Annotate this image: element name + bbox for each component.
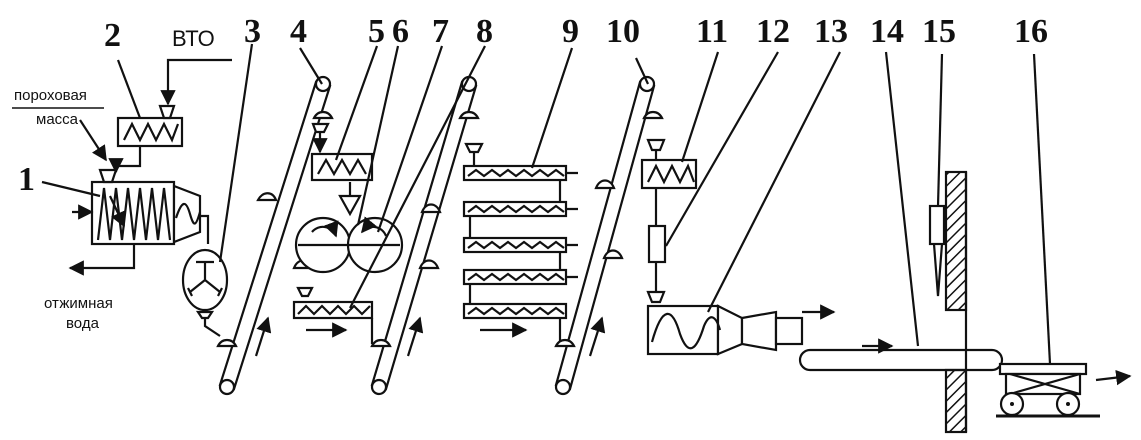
label-1: 1 [18,161,35,198]
inclined-conveyor-8 [370,75,480,396]
extrusion-press-13 [646,304,836,356]
serpentine-dryer-9 [462,142,578,344]
label-2: 2 [104,17,121,54]
number-labels: 1 2 3 4 5 6 7 8 9 10 11 12 13 14 15 16 [18,13,1048,198]
label-powder-line1: пороховая [14,87,87,104]
label-powder-line2: масса [36,111,79,128]
inclined-conveyor-4 [216,75,334,396]
belt-conveyor-14 [798,338,1004,372]
label-11: 11 [696,13,728,50]
label-3: 3 [244,13,261,50]
label-5: 5 [368,13,385,50]
leader-lines [41,43,1052,365]
sensor-12 [646,224,667,304]
inclined-conveyor-10 [554,75,664,396]
rollers-6-7 [292,216,404,344]
label-16: 16 [1014,13,1048,50]
cutter-15 [928,170,968,434]
label-13: 13 [814,13,848,50]
label-12: 12 [756,13,790,50]
text-labels: ВТО пороховая масса отжимная вода [12,26,215,332]
label-15: 15 [922,13,956,50]
dosing-screw-2 [116,58,232,148]
screw-feeder-11 [640,138,698,226]
pump-3 [181,214,229,337]
label-9: 9 [562,13,579,50]
label-vto: ВТО [172,26,215,51]
cart-16 [996,362,1132,418]
label-water-line1: отжимная [44,295,113,312]
screw-press-1 [68,119,202,276]
label-7: 7 [432,13,449,50]
label-4: 4 [290,13,307,50]
label-10: 10 [606,13,640,50]
label-8: 8 [476,13,493,50]
label-water-line2: вода [66,315,100,332]
label-14: 14 [870,13,904,50]
screw-feeder-5 [310,122,374,217]
label-6: 6 [392,13,409,50]
